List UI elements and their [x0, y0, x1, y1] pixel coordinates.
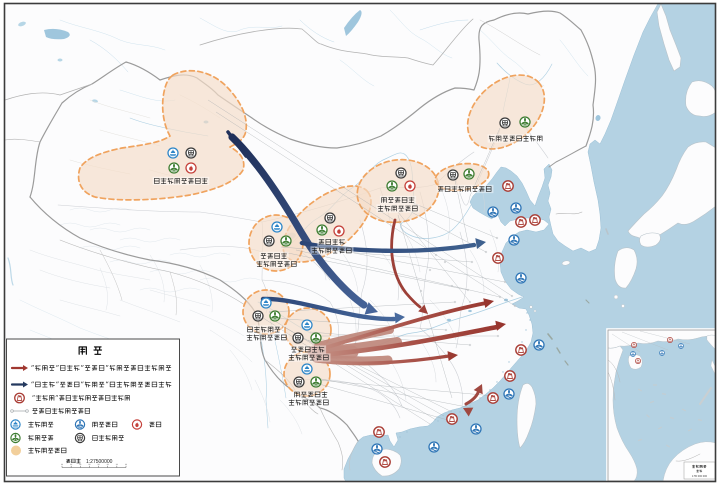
svg-text:1:55 000 000: 1:55 000 000 [692, 474, 708, 478]
svg-text:1:27500000: 1:27500000 [86, 459, 113, 465]
